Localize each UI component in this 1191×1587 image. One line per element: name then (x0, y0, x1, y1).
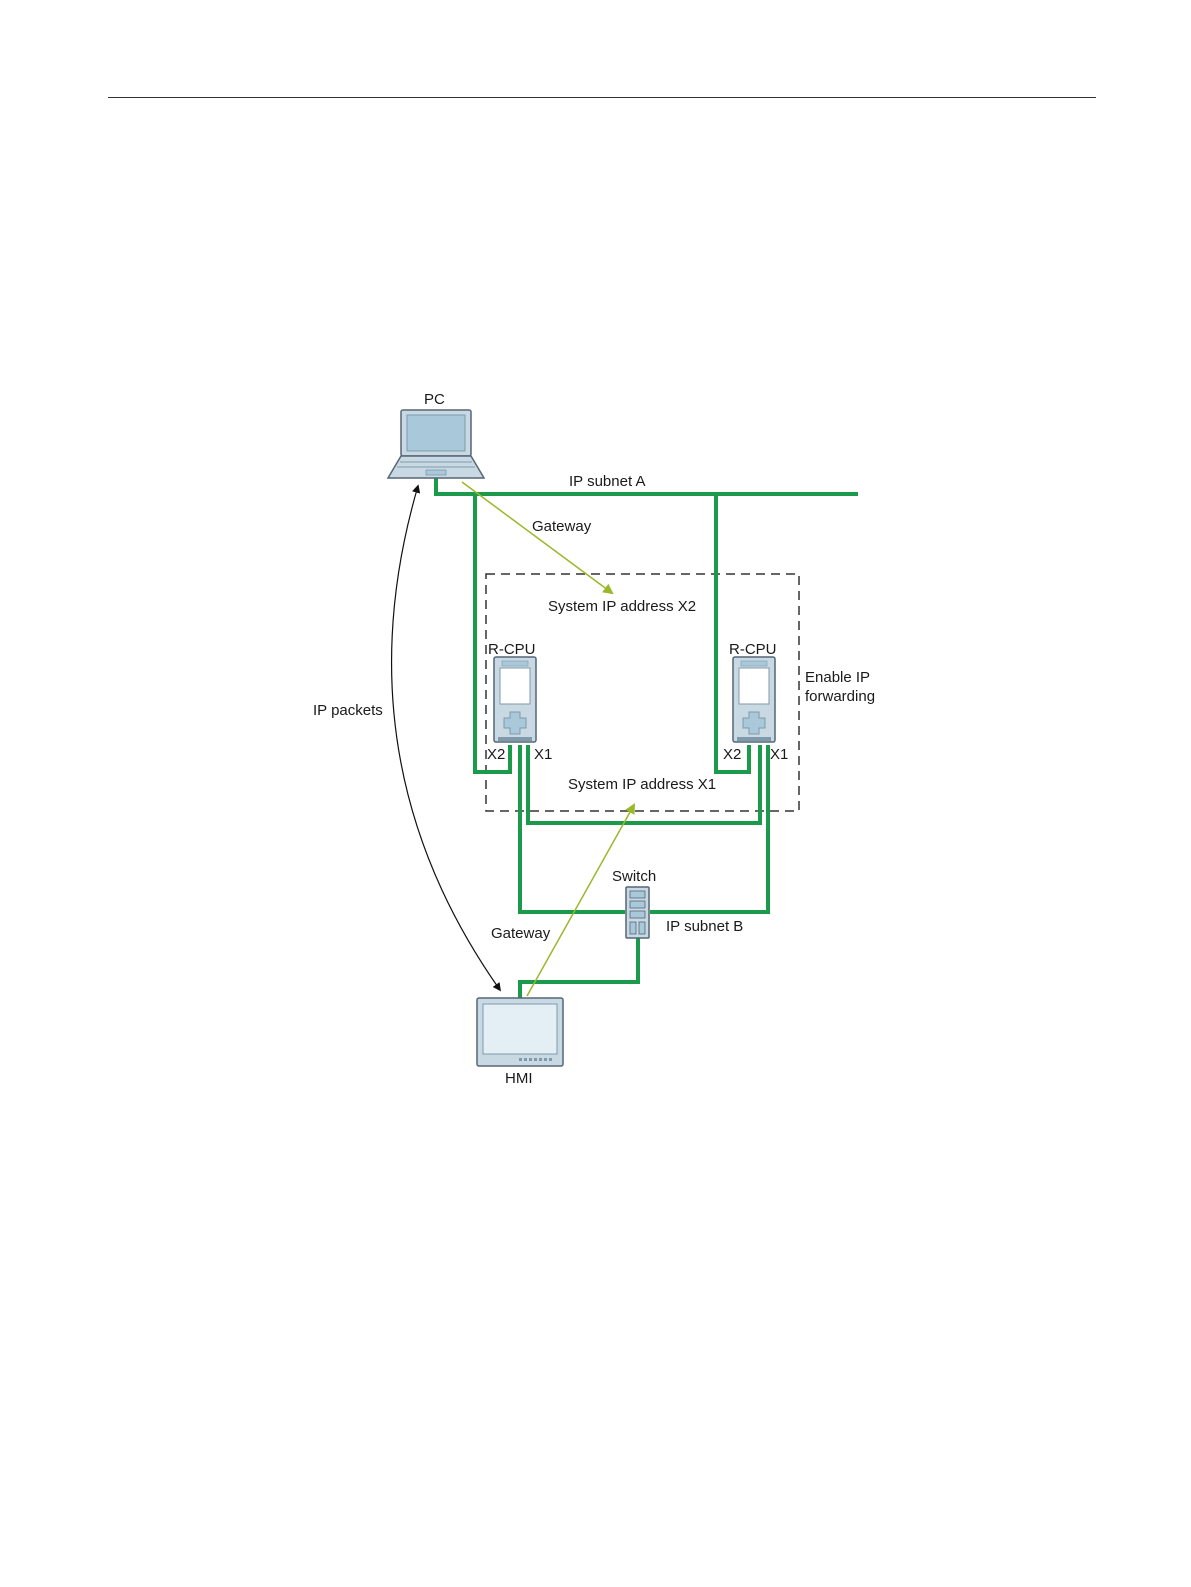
subnet-b-label: IP subnet B (666, 918, 743, 935)
laptop-icon (388, 410, 484, 478)
gateway-bottom-label: Gateway (491, 925, 551, 942)
gateway-top-label: Gateway (532, 518, 592, 535)
system-ip-x1-label: System IP address X1 (568, 776, 716, 793)
network-switch-icon (626, 887, 649, 938)
x1-right-label: X1 (770, 746, 788, 763)
x2-left-label: X2 (487, 746, 505, 763)
hmi-panel-icon (477, 998, 563, 1066)
rcpu-left-label: R-CPU (488, 641, 536, 658)
plc-cpu-icon-right (733, 657, 775, 742)
gateway-arrow-hmi (527, 805, 634, 996)
system-ip-x2-label: System IP address X2 (548, 598, 696, 615)
ip-packets-arrow (392, 486, 500, 990)
ip-packets-label: IP packets (313, 702, 383, 719)
pc-label: PC (424, 391, 445, 408)
subnet-a-label: IP subnet A (569, 473, 645, 490)
x1-left-label: X1 (534, 746, 552, 763)
switch-label: Switch (612, 868, 656, 885)
rcpu-right-label: R-CPU (729, 641, 777, 658)
hmi-label: HMI (505, 1070, 533, 1087)
plc-cpu-icon-left (494, 657, 536, 742)
enable-ip-forwarding-line1: Enable IP (805, 669, 870, 686)
enable-ip-forwarding-line2: forwarding (805, 688, 875, 705)
x2-right-label: X2 (723, 746, 741, 763)
gateway-arrow-pc (462, 482, 612, 593)
